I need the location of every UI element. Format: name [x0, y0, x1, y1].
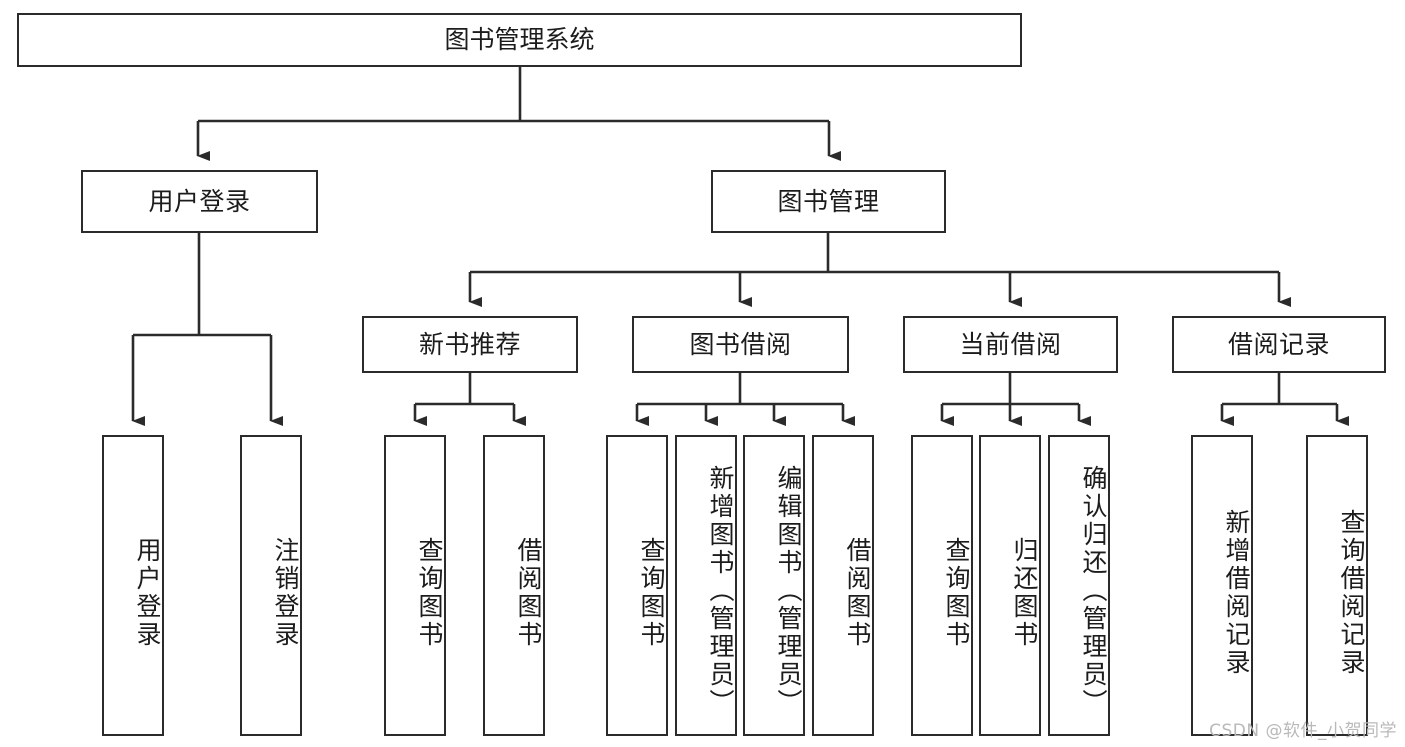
leaf-edit-book-admin[interactable]: 编辑图书（管理员）: [743, 435, 805, 736]
leaf-borrow-book[interactable]: 借阅图书: [812, 435, 874, 736]
node-user-login[interactable]: 用户登录: [81, 170, 318, 233]
leaf-query-book-current[interactable]: 查询图书: [911, 435, 973, 736]
node-borrow-record[interactable]: 借阅记录: [1172, 316, 1386, 373]
leaf-query-borrow-record[interactable]: 查询借阅记录: [1306, 435, 1368, 736]
node-root-system[interactable]: 图书管理系统: [17, 13, 1022, 67]
leaf-user-login[interactable]: 用户登录: [102, 435, 164, 736]
leaf-query-book-borrow[interactable]: 查询图书: [606, 435, 668, 736]
leaf-add-book-admin[interactable]: 新增图书（管理员）: [675, 435, 737, 736]
leaf-confirm-return-admin[interactable]: 确认归还（管理员）: [1048, 435, 1110, 736]
node-book-borrow[interactable]: 图书借阅: [632, 316, 849, 373]
node-new-book-recommend[interactable]: 新书推荐: [362, 316, 578, 373]
leaf-query-book-recommend[interactable]: 查询图书: [384, 435, 446, 736]
node-current-borrow[interactable]: 当前借阅: [903, 316, 1118, 373]
leaf-add-borrow-record[interactable]: 新增借阅记录: [1191, 435, 1253, 736]
leaf-borrow-book-recommend[interactable]: 借阅图书: [483, 435, 545, 736]
leaf-return-book[interactable]: 归还图书: [979, 435, 1041, 736]
csdn-watermark: CSDN @软件_小贺同学: [1209, 721, 1397, 741]
node-book-management[interactable]: 图书管理: [711, 170, 946, 233]
leaf-user-logout[interactable]: 注销登录: [240, 435, 302, 736]
